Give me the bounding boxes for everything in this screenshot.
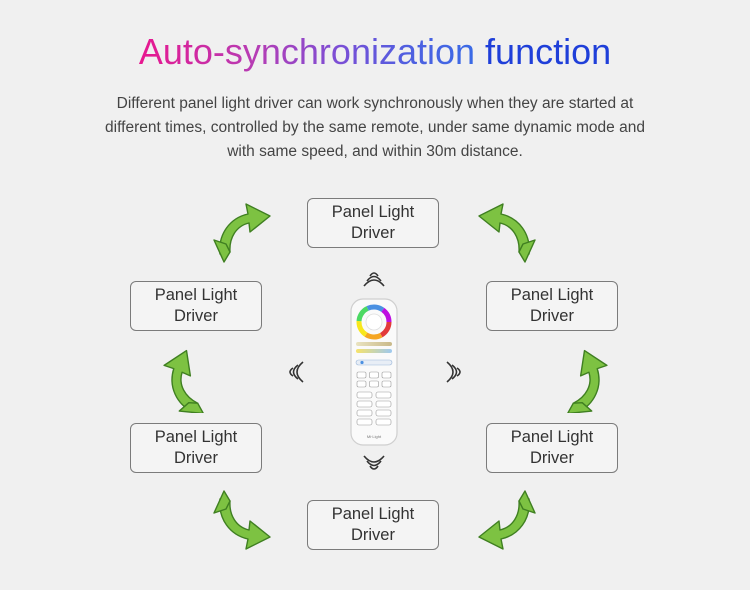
sync-arrow-bottom-left bbox=[212, 487, 282, 557]
driver-box-top: Panel Light Driver bbox=[307, 198, 439, 248]
signal-wave-left-icon bbox=[289, 361, 304, 383]
title-gradient-part: Auto-synchronization bbox=[138, 31, 476, 72]
signal-wave-top-icon bbox=[363, 272, 385, 287]
signal-wave-right-icon bbox=[446, 361, 461, 383]
sync-arrow-right bbox=[548, 343, 618, 413]
description-text: Different panel light driver can work sy… bbox=[105, 95, 645, 160]
driver-box-lower-left: Panel Light Driver bbox=[130, 423, 262, 473]
driver-box-bottom: Panel Light Driver bbox=[307, 500, 439, 550]
sync-arrow-left bbox=[153, 343, 223, 413]
signal-wave-bottom-icon bbox=[363, 455, 385, 470]
svg-text:Mi·Light: Mi·Light bbox=[367, 434, 382, 439]
sync-arrow-top-left bbox=[212, 196, 282, 266]
driver-box-lower-right: Panel Light Driver bbox=[486, 423, 618, 473]
driver-box-upper-left: Panel Light Driver bbox=[130, 281, 262, 331]
title-blue-part: function bbox=[485, 31, 612, 72]
sync-arrow-bottom-right bbox=[467, 487, 537, 557]
page-title: Auto-synchronization function bbox=[0, 30, 750, 74]
driver-box-upper-right: Panel Light Driver bbox=[486, 281, 618, 331]
remote-control-icon: Mi·Light bbox=[350, 298, 398, 451]
sync-arrow-top-right bbox=[467, 196, 537, 266]
